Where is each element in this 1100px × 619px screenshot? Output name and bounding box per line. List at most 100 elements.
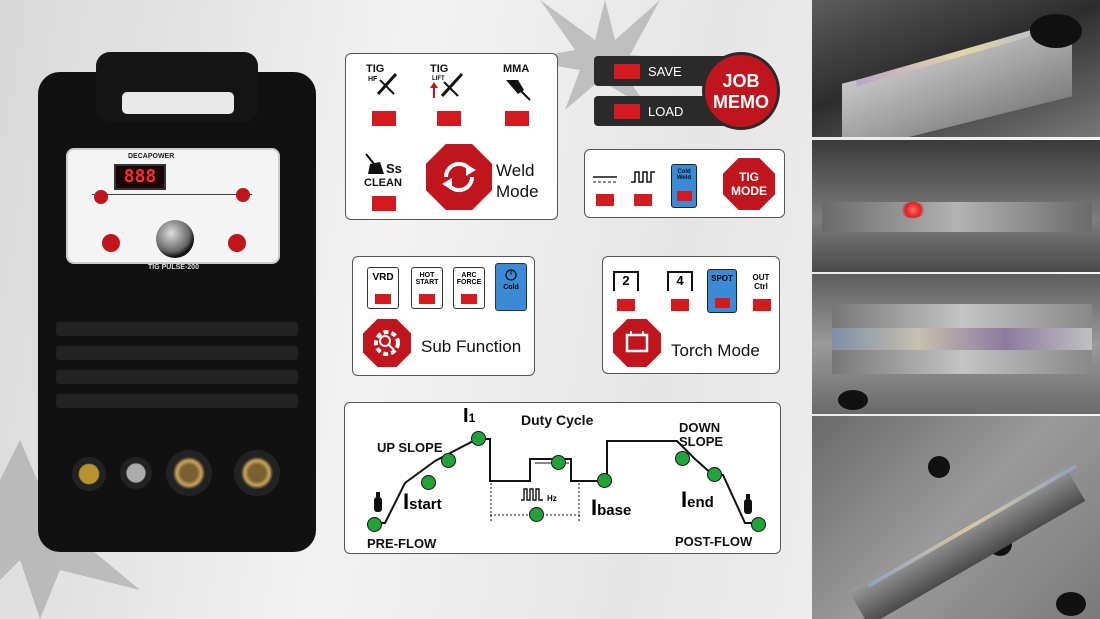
panel-button-right-1[interactable]	[236, 188, 250, 202]
duty-cycle-label: Duty Cycle	[521, 412, 594, 428]
save-indicator	[614, 64, 640, 79]
i1-sub: 1	[468, 411, 476, 425]
gas-cylinder-icon-post	[744, 494, 752, 514]
point-i1	[471, 431, 486, 446]
adjust-knob[interactable]	[156, 220, 194, 258]
tig-lift-indicator	[437, 111, 461, 126]
load-indicator	[614, 104, 640, 119]
tig-mode-line2: MODE	[731, 184, 767, 198]
weld-photo-4	[812, 416, 1100, 619]
torch-mode-button[interactable]	[613, 319, 661, 367]
vent-grille	[56, 322, 298, 442]
hot-start-indicator	[419, 294, 435, 304]
hot-start-label: HOT START	[415, 272, 439, 286]
panel-button-left-2[interactable]	[102, 234, 120, 252]
sub-function-panel: VRD HOT START ARC FORCE Cold Sub Functio…	[352, 256, 535, 376]
weld-mode-line1: Weld	[496, 161, 535, 180]
weld-photo-1	[812, 0, 1100, 137]
point-ibase	[597, 473, 612, 488]
tig-hf-indicator	[372, 111, 396, 126]
down-slope-label-2: SLOPE	[679, 434, 724, 449]
weld-photo-3	[812, 274, 1100, 414]
point-post-flow	[751, 517, 766, 532]
arc-force-indicator	[461, 294, 477, 304]
cold-key[interactable]: Cold	[495, 263, 527, 311]
point-iend	[707, 467, 722, 482]
gear-search-icon	[374, 330, 400, 356]
arc-force-key[interactable]: ARC FORCE	[453, 267, 485, 309]
spot-indicator	[715, 298, 730, 308]
output-socket-negative	[166, 450, 212, 496]
cycle-arrows-icon	[442, 161, 476, 193]
arc-force-label: ARC FORCE	[456, 272, 482, 286]
dc-indicator	[596, 194, 614, 206]
weld-mode-panel: TIG HF TIG LIFT MMA Ss CLEAN Weld Mode	[345, 53, 558, 220]
clean-indicator	[372, 196, 396, 211]
tig-lift-label: TIG	[430, 63, 449, 75]
tig-hf-label: TIG	[366, 63, 385, 75]
dc-wave-icon	[593, 176, 617, 183]
output-socket-positive	[234, 450, 280, 496]
torch-trigger-icon	[625, 331, 649, 353]
panel-button-right-2[interactable]	[228, 234, 246, 252]
point-istart	[421, 475, 436, 490]
timer-icon	[505, 269, 517, 281]
vrd-indicator	[375, 294, 391, 304]
vrd-key[interactable]: VRD	[367, 267, 399, 309]
tig-lift-sub: LIFT	[432, 76, 445, 82]
up-slope-label: UP SLOPE	[377, 440, 443, 455]
hot-start-key[interactable]: HOT START	[411, 267, 443, 309]
pre-flow-label: PRE-FLOW	[367, 536, 437, 551]
pulse-wave-icon	[631, 171, 655, 183]
gas-cylinder-icon-pre	[374, 492, 382, 512]
panel-button-left-1[interactable]	[94, 190, 108, 204]
save-label: SAVE	[648, 64, 682, 79]
tig-mode-line1: TIG	[739, 170, 759, 184]
down-slope-label-1: DOWN	[679, 420, 721, 435]
tig-mode-button[interactable]: TIG MODE	[723, 158, 775, 210]
control-socket	[120, 457, 152, 489]
display-digits: 888	[123, 166, 157, 187]
cold-weld-key[interactable]: Cold Weld	[671, 164, 697, 208]
pulse-indicator	[634, 194, 652, 206]
torch-mode-panel: 2 4 SPOT OUT Ctrl Torch Mode	[602, 256, 780, 374]
torch-mode-label: Torch Mode	[671, 341, 760, 360]
ss-label: Ss	[386, 161, 402, 176]
sub-function-button[interactable]	[363, 319, 411, 367]
cold-label: Cold	[503, 284, 519, 291]
istart-label: start	[409, 496, 442, 513]
weld-mode-button[interactable]	[426, 144, 492, 210]
job-memo-line1: JOB	[722, 71, 760, 91]
tig-hf-sub: HF	[368, 76, 378, 83]
iend-label: end	[687, 494, 714, 511]
torch-2t-icon: 2	[613, 271, 639, 291]
broom-icon	[365, 153, 384, 174]
point-up-slope	[441, 453, 456, 468]
point-pre-flow	[367, 517, 382, 532]
mma-indicator	[505, 111, 529, 126]
welding-machine: DECAPOWER 888 TIG PULSE-200	[38, 52, 316, 552]
hz-label: Hz	[547, 494, 557, 503]
job-memo-button[interactable]: JOB MEMO	[702, 52, 780, 130]
tig-lift-torch-icon	[430, 72, 464, 98]
control-panel: DECAPOWER 888	[66, 148, 280, 264]
vrd-label: VRD	[372, 272, 394, 283]
weld-mode-line2: Mode	[496, 182, 539, 201]
ibase-label: base	[597, 502, 632, 519]
mma-electrode-icon	[506, 80, 531, 101]
digital-display: 888	[114, 164, 166, 190]
torch-2t-indicator	[617, 299, 635, 311]
cold-weld-indicator	[677, 191, 692, 201]
starburst-decor-top	[520, 0, 690, 110]
job-memo-line2: MEMO	[713, 92, 769, 112]
job-memo-panel: SAVE LOAD JOB MEMO	[594, 52, 780, 130]
frequency-icon: Hz	[521, 487, 557, 503]
model-label: TIG PULSE-200	[148, 264, 199, 271]
out-ctrl-indicator	[753, 299, 771, 311]
tig-torch-icon	[376, 72, 398, 96]
spot-key[interactable]: SPOT	[707, 269, 737, 313]
tig-mode-panel: Cold Weld TIG MODE	[584, 149, 785, 218]
point-down-slope	[675, 451, 690, 466]
spot-label: SPOT	[711, 274, 733, 283]
gas-connector	[72, 457, 106, 491]
